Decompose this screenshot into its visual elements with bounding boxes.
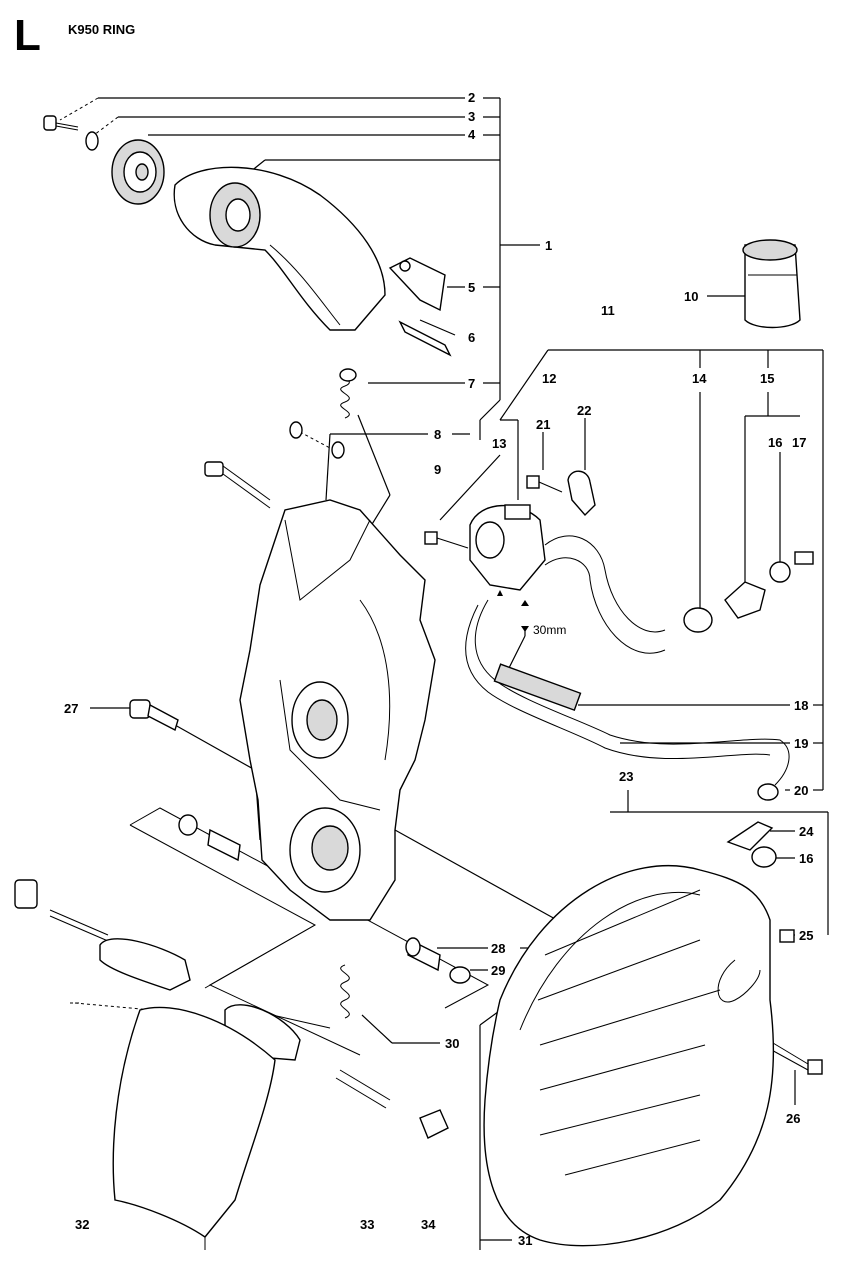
callout-29: 29	[491, 963, 505, 978]
callout-20: 20	[794, 783, 808, 798]
callout-17: 17	[792, 435, 806, 450]
callout-26: 26	[786, 1111, 800, 1126]
callout-31: 31	[518, 1233, 532, 1248]
dimension-label: 30mm	[533, 623, 566, 637]
callout-labels: 2 3 4 1 5 6 7 8 9 10 11 12 13 14 15 16 1…	[64, 90, 814, 1248]
callout-9: 9	[434, 462, 441, 477]
callout-10: 10	[684, 289, 698, 304]
callout-5: 5	[468, 280, 475, 295]
callout-6: 6	[468, 330, 475, 345]
callout-2: 2	[468, 90, 475, 105]
callout-3: 3	[468, 109, 475, 124]
callout-27: 27	[64, 701, 78, 716]
callout-21: 21	[536, 417, 550, 432]
dimension-arrow-icon	[521, 626, 529, 632]
callout-15: 15	[760, 371, 774, 386]
water-kit	[424, 239, 823, 1075]
callout-1: 1	[545, 238, 552, 253]
callout-13: 13	[492, 436, 506, 451]
callout-24: 24	[799, 824, 814, 839]
page-title: K950 RING	[68, 22, 136, 37]
callout-4: 4	[468, 127, 476, 142]
callout-7: 7	[468, 376, 475, 391]
callout-32: 32	[75, 1217, 89, 1232]
callout-18: 18	[794, 698, 808, 713]
callout-34: 34	[421, 1217, 436, 1232]
callout-23: 23	[619, 769, 633, 784]
callout-11: 11	[601, 303, 615, 318]
callout-12: 12	[542, 371, 556, 386]
dimension-arrow-up-icon	[521, 600, 529, 606]
section-letter: L	[14, 11, 41, 60]
handle-assembly	[43, 115, 452, 459]
callout-16-upper: 16	[768, 435, 782, 450]
stand-assembly	[14, 814, 471, 1238]
callout-25: 25	[799, 928, 813, 943]
marker-arrow-icon	[497, 590, 503, 596]
callout-8: 8	[434, 427, 441, 442]
callout-16-lower: 16	[799, 851, 813, 866]
callout-22: 22	[577, 403, 591, 418]
callout-30: 30	[445, 1036, 459, 1051]
callout-14: 14	[692, 371, 707, 386]
blade-guard	[483, 865, 775, 1247]
callout-19: 19	[794, 736, 808, 751]
callout-28: 28	[491, 941, 505, 956]
callout-33: 33	[360, 1217, 374, 1232]
main-housing	[129, 461, 436, 921]
